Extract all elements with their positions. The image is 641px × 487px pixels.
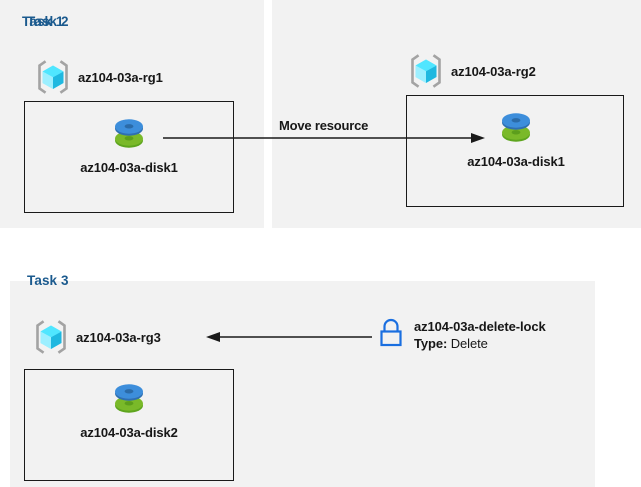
lock-type-key: Type:: [414, 336, 448, 351]
task-3-title: Task 3: [27, 273, 69, 288]
resource-group-icon: [407, 52, 445, 90]
managed-disk-icon: [107, 378, 151, 420]
task-1-disk-label: az104-03a-disk1: [80, 160, 178, 175]
lock-name: az104-03a-delete-lock: [414, 319, 546, 334]
task-1-disk-node: az104-03a-disk1: [68, 113, 190, 175]
delete-lock-node: az104-03a-delete-lock Type: Delete: [375, 317, 546, 351]
managed-disk-icon: [107, 113, 151, 155]
task-2-disk-node: az104-03a-disk1: [455, 107, 577, 169]
lock-icon: [375, 317, 407, 351]
task-3-resource-group-node: az104-03a-rg3: [32, 318, 161, 356]
task-2-panel: [272, 0, 641, 228]
task-1-resource-group-label: az104-03a-rg1: [78, 69, 163, 85]
task-3-resource-group-label: az104-03a-rg3: [76, 329, 161, 345]
task-2-disk-label: az104-03a-disk1: [467, 154, 565, 169]
lock-type-value: Delete: [450, 336, 488, 351]
task-1-resource-group-box: [24, 101, 234, 213]
task-3-resource-group-box: [24, 369, 234, 481]
move-resource-arrow: [163, 133, 485, 143]
task-3-disk-label: az104-03a-disk2: [80, 425, 178, 440]
delete-lock-arrow: [206, 332, 372, 342]
task-3-disk-node: az104-03a-disk2: [68, 378, 190, 440]
task-2-title: Task 2: [27, 14, 69, 29]
move-resource-label: Move resource: [279, 118, 369, 133]
task-1-resource-group-node: az104-03a-rg1: [34, 58, 163, 96]
task-2-resource-group-node: az104-03a-rg2: [407, 52, 536, 90]
task-2-resource-group-label: az104-03a-rg2: [451, 63, 536, 79]
task-1-title: Task 1: [22, 14, 64, 29]
resource-group-icon: [32, 318, 70, 356]
lock-text-block: az104-03a-delete-lock Type: Delete: [414, 317, 546, 351]
resource-group-icon: [34, 58, 72, 96]
task-1-panel: [0, 0, 264, 228]
task-3-panel: [10, 281, 595, 487]
lock-type-row: Type: Delete: [414, 336, 546, 351]
managed-disk-icon: [494, 107, 538, 149]
task-2-resource-group-box: [406, 95, 624, 207]
